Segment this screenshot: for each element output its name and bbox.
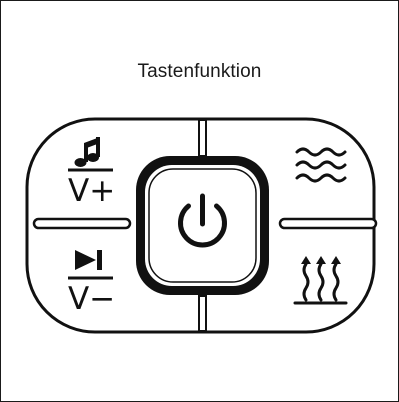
volume-up-key[interactable]: V+ (68, 137, 115, 209)
massage-key[interactable] (295, 147, 347, 183)
volume-down-label: V− (68, 281, 115, 317)
right-divider-bar (278, 217, 378, 230)
heat-key[interactable] (293, 256, 348, 305)
play-next-icon (75, 250, 102, 270)
massage-waves-icon (295, 147, 347, 183)
music-note-icon (74, 137, 100, 167)
volume-down-key[interactable]: V− (68, 250, 115, 317)
volume-up-label: V+ (68, 173, 115, 209)
left-divider-bar (32, 217, 132, 230)
power-button[interactable] (136, 156, 269, 295)
diagram-title: Tastenfunktion (137, 61, 262, 82)
power-icon (178, 193, 227, 248)
heat-icon (293, 256, 348, 305)
vertical-divider (198, 119, 207, 332)
